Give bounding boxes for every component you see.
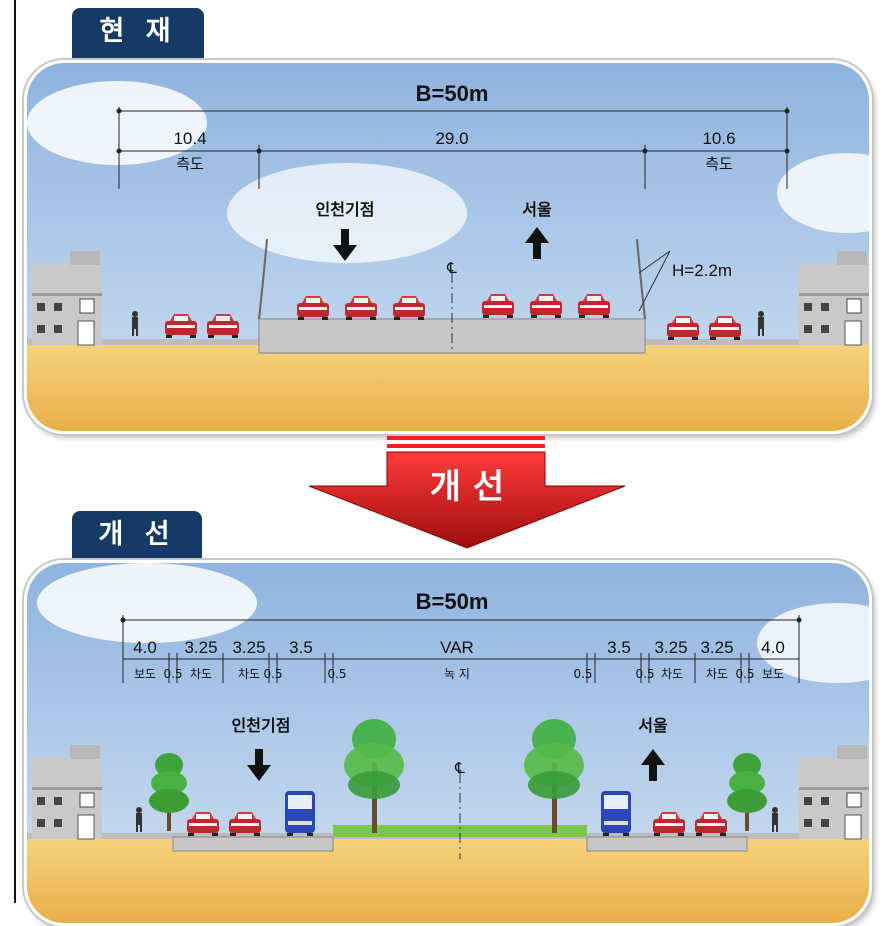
dim-half-4: 0.5 bbox=[573, 667, 592, 681]
side-road-label-left: 측도 bbox=[176, 156, 204, 173]
bus bbox=[285, 791, 315, 836]
building-right bbox=[798, 744, 869, 840]
total-width-label: B=50m bbox=[416, 589, 489, 614]
dim-right-sidewalk: 4.0 bbox=[761, 638, 785, 657]
side-road-label-right: 측도 bbox=[705, 156, 733, 173]
label-left-lane-1: 차도 bbox=[190, 667, 212, 681]
dim-right: 10.6 bbox=[702, 129, 735, 148]
transition-arrow: 개 선 bbox=[305, 436, 635, 554]
cloud bbox=[27, 81, 207, 165]
retaining-wall-right bbox=[636, 238, 646, 320]
arrow-label: 개 선 bbox=[430, 467, 504, 507]
dim-left: 10.4 bbox=[173, 129, 206, 148]
direction-label-right: 서울 bbox=[522, 201, 552, 219]
building-right bbox=[798, 250, 869, 346]
improved-cross-section-drawing: ℄ B=50m 4.0 3.25 3.25 3.5 VAR bbox=[27, 563, 869, 923]
label-right-sidewalk: 보도 bbox=[762, 667, 784, 681]
dim-left-lane-1: 3.25 bbox=[184, 638, 217, 657]
arrow-down-icon bbox=[247, 749, 271, 781]
dim-left-sidewalk: 4.0 bbox=[133, 638, 157, 657]
building-left bbox=[31, 250, 103, 346]
height-label: H=2.2m bbox=[672, 261, 732, 280]
dim-center: 29.0 bbox=[435, 129, 468, 148]
dim-half-3: 0.5 bbox=[327, 667, 346, 681]
improved-cross-section-panel: ℄ B=50m 4.0 3.25 3.25 3.5 VAR bbox=[24, 560, 872, 926]
label-left-lane-2: 차도 bbox=[238, 667, 260, 681]
tab-improved[interactable]: 개 선 bbox=[72, 511, 202, 561]
cloud bbox=[227, 163, 467, 263]
label-right-lane-1: 차도 bbox=[706, 667, 728, 681]
centerline-symbol: ℄ bbox=[454, 760, 465, 777]
left-border-line bbox=[14, 0, 16, 903]
arrow-up-icon bbox=[525, 227, 549, 259]
bus bbox=[601, 791, 631, 836]
dim-center: VAR bbox=[440, 638, 474, 657]
dim-right-lane-1: 3.25 bbox=[700, 638, 733, 657]
cloud bbox=[777, 153, 869, 233]
dim-left-lane-3: 3.5 bbox=[289, 638, 313, 657]
building-left bbox=[31, 744, 103, 840]
label-median: 녹 지 bbox=[444, 667, 470, 681]
cloud bbox=[757, 603, 869, 683]
direction-label-left: 인천기점 bbox=[316, 200, 375, 219]
ground bbox=[27, 343, 869, 431]
roadway-left bbox=[172, 836, 334, 852]
label-right-lane-2: 차도 bbox=[661, 667, 683, 681]
dim-half-6: 0.5 bbox=[735, 667, 754, 681]
dim-half-2: 0.5 bbox=[263, 667, 282, 681]
current-cross-section-panel: ℄ B=50m 10.4 29.0 10.6 측도 측도 인천기점 서울 H=2… bbox=[24, 60, 872, 434]
current-cross-section-drawing: ℄ B=50m 10.4 29.0 10.6 측도 측도 인천기점 서울 H=2… bbox=[27, 63, 869, 431]
direction-label-left: 인천기점 bbox=[232, 716, 291, 735]
side-road-right bbox=[645, 339, 869, 345]
height-leader-line bbox=[638, 250, 671, 312]
direction-label-right: 서울 bbox=[638, 717, 668, 735]
tab-current[interactable]: 현 재 bbox=[72, 8, 204, 58]
dim-half-5: 0.5 bbox=[635, 667, 654, 681]
centerline-symbol: ℄ bbox=[446, 260, 457, 277]
total-width-label: B=50m bbox=[416, 81, 489, 106]
side-road-left bbox=[27, 339, 259, 345]
arrow-up-icon bbox=[641, 749, 665, 781]
arrow-down-icon bbox=[333, 229, 357, 261]
retaining-wall-left bbox=[258, 238, 268, 320]
big-down-arrow-icon: 개 선 bbox=[308, 436, 626, 549]
dim-half-1: 0.5 bbox=[163, 667, 182, 681]
green-median bbox=[333, 825, 587, 837]
dim-right-lane-3: 3.5 bbox=[607, 638, 631, 657]
dim-left-lane-2: 3.25 bbox=[232, 638, 265, 657]
roadway-right bbox=[586, 836, 748, 852]
cloud bbox=[37, 563, 257, 643]
label-left-sidewalk: 보도 bbox=[134, 667, 156, 681]
dim-right-lane-2: 3.25 bbox=[654, 638, 687, 657]
